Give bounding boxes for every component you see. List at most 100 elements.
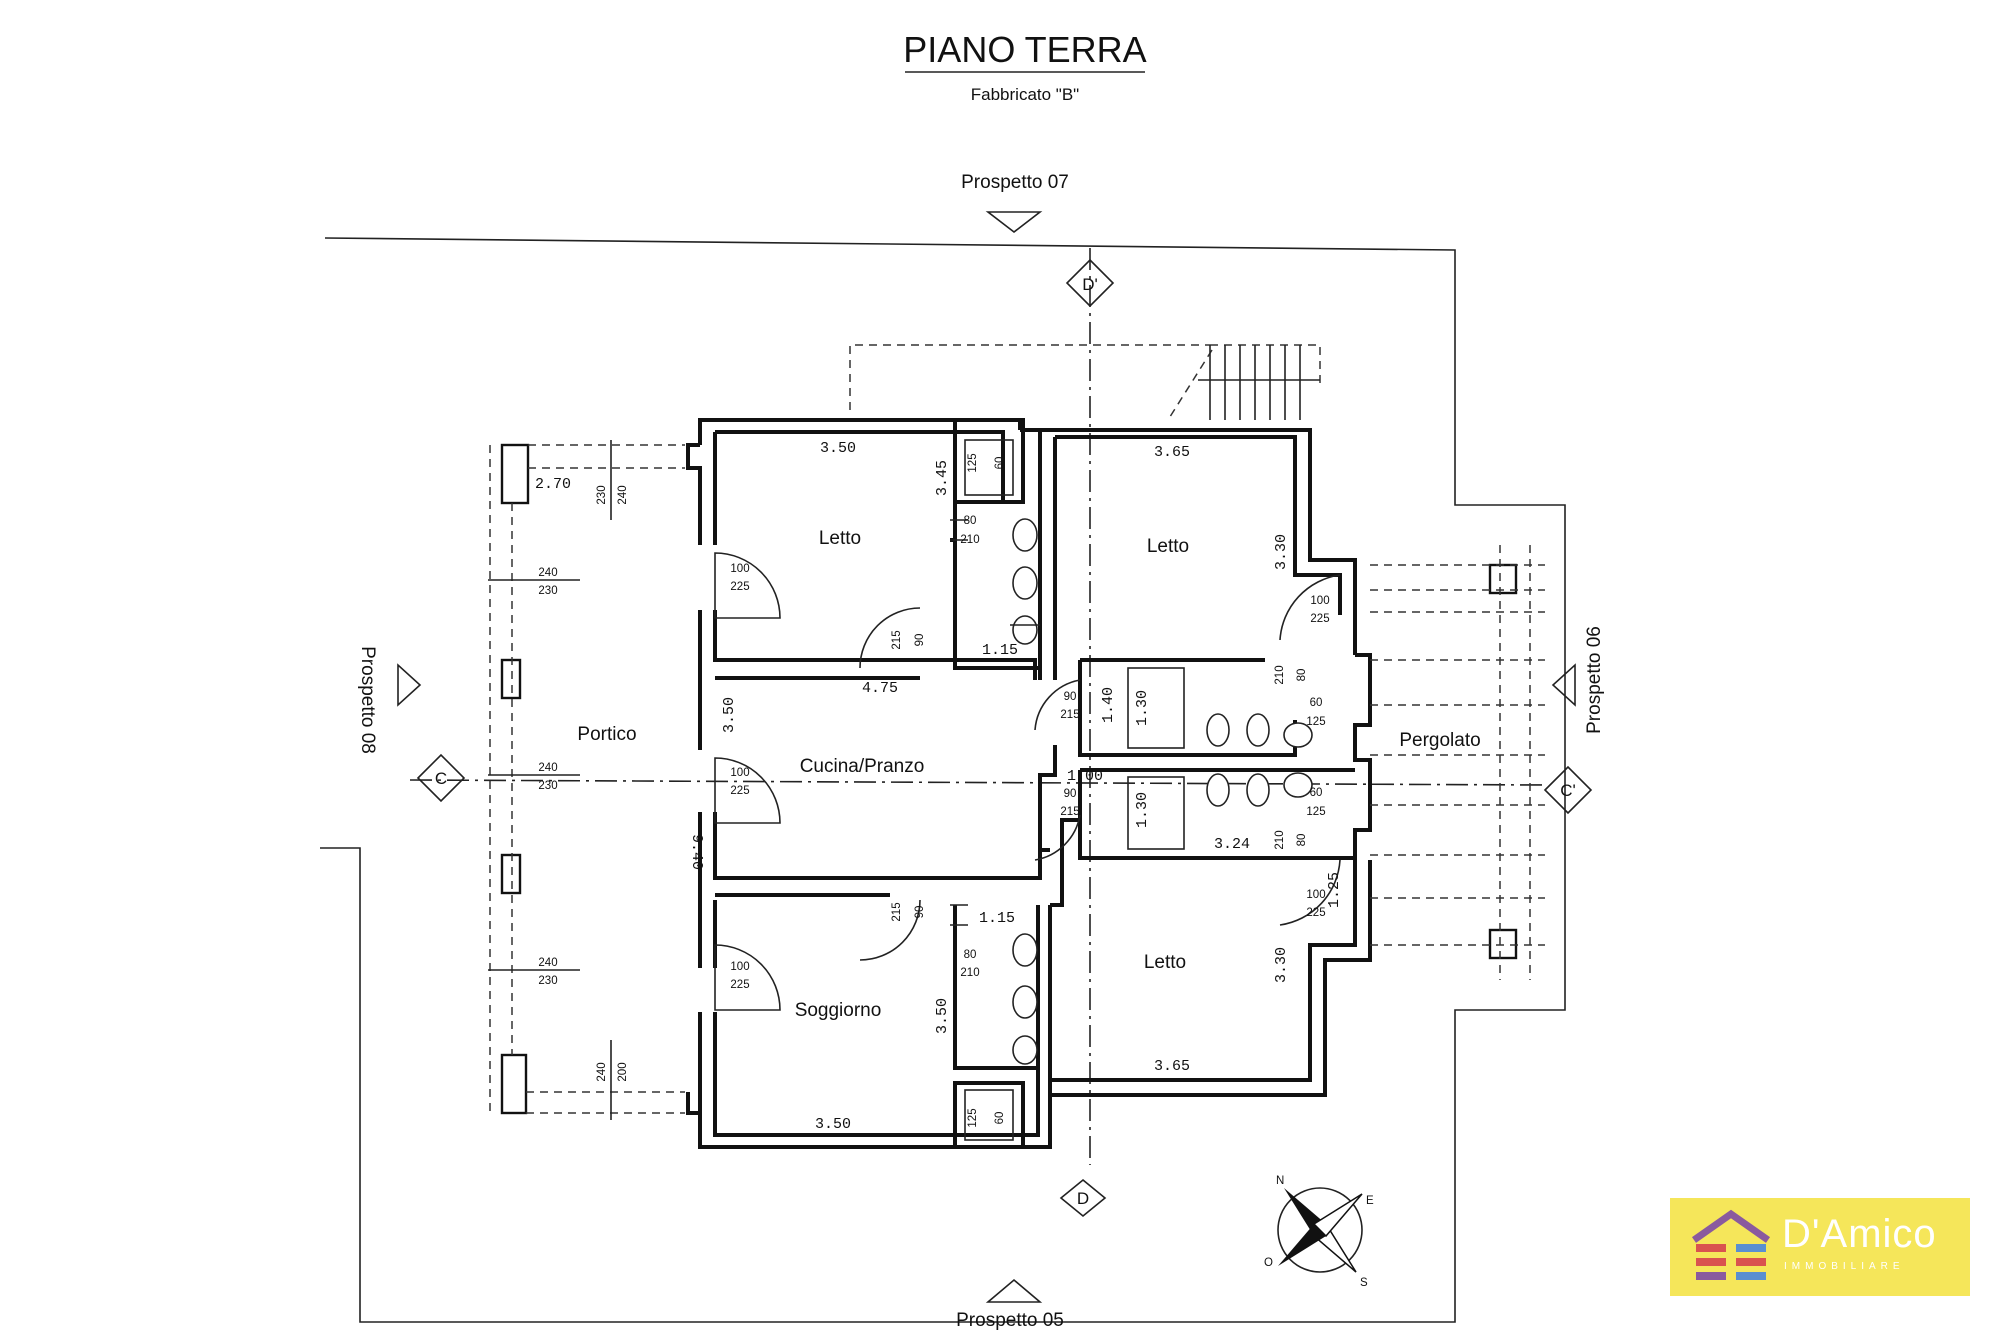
toilet-icon	[1206, 713, 1230, 747]
damico-logo: D'Amico IMMOBILIARE	[1670, 1198, 1970, 1296]
toilet-icon	[1012, 518, 1038, 552]
toilet-icon	[1012, 933, 1038, 967]
compass-rose-icon: N E S O	[1264, 1175, 1374, 1289]
opening-label: 100	[1310, 595, 1329, 607]
door-swings	[714, 552, 1341, 1011]
room-dimensions: 3.50 3.65 2.70 3.45 3.30 1.15 4.75 3.50 …	[535, 440, 1343, 1133]
dimension-label: 3.30	[1273, 947, 1290, 983]
prospetto-east-marker	[1551, 663, 1576, 707]
portico-column	[500, 1053, 528, 1115]
room-letto-ne: Letto	[1147, 536, 1189, 557]
opening-label: 60	[1310, 697, 1323, 709]
dimension-label: 3.30	[1273, 534, 1290, 570]
opening-label: 100	[730, 563, 749, 575]
dimension-label: 1.00	[1067, 768, 1103, 785]
opening-label: 90	[914, 906, 926, 919]
toilet-icon	[1206, 773, 1230, 807]
opening-label: 60	[994, 1112, 1006, 1125]
bathroom-e-lower	[1078, 768, 1355, 860]
bidet-icon	[1012, 566, 1038, 600]
dimension-label: 3.24	[1214, 836, 1250, 853]
dimension-label: 9.40	[688, 834, 705, 870]
opening-label: 100	[730, 961, 749, 973]
dimension-label: 3.50	[820, 440, 856, 457]
opening-label: 60	[1310, 787, 1323, 799]
house-logo-icon	[1691, 1209, 1771, 1280]
opening-label: 215	[891, 630, 903, 649]
dimension-label: 3.65	[1154, 1058, 1190, 1075]
portico-column	[500, 443, 530, 505]
opening-label: 210	[1274, 830, 1286, 849]
compass-n-label: N	[1276, 1175, 1284, 1187]
logo-brand: D'Amico	[1782, 1212, 1937, 1256]
door-swing	[1279, 859, 1341, 926]
opening-label: 100	[730, 767, 749, 779]
prospetto-west: Prospetto 08	[357, 646, 378, 754]
logo-tagline: IMMOBILIARE	[1784, 1261, 1905, 1272]
opening-label: 225	[730, 979, 749, 991]
opening-label: 215	[1060, 806, 1079, 818]
opening-annotations: 230 240 240 230 240 230 240 230 240 200 …	[538, 453, 1329, 1127]
opening-label: 210	[1274, 665, 1286, 684]
compass-e-label: E	[1366, 1195, 1374, 1207]
dimension-label: 1.30	[1134, 690, 1151, 726]
stair-outline	[1210, 344, 1321, 385]
dimension-label: 3.50	[721, 697, 738, 733]
dimension-label: 3.65	[1154, 444, 1190, 461]
opening-label: 240	[596, 1062, 608, 1081]
door-swing	[1034, 679, 1081, 731]
section-marker-right	[1543, 765, 1593, 815]
opening-label: 240	[538, 957, 557, 969]
opening-label: 80	[964, 949, 977, 961]
sink-icon	[1283, 722, 1313, 748]
section-top-label: D'	[1082, 275, 1098, 294]
prospetto-west-marker	[397, 663, 422, 707]
room-letto-se: Letto	[1144, 952, 1186, 973]
dimension-label: 3.50	[934, 998, 951, 1034]
dimension-label: 4.75	[862, 680, 898, 697]
pergolato-post	[1488, 928, 1518, 960]
dimension-label: 3.50	[815, 1116, 851, 1133]
dimension-label: 3.45	[934, 460, 951, 496]
opening-label: 240	[538, 567, 557, 579]
section-marker-top	[1065, 258, 1115, 308]
pergolato-post	[1488, 563, 1518, 595]
opening-label: 230	[538, 975, 557, 987]
sink-icon	[1012, 1035, 1038, 1065]
opening-label: 210	[960, 534, 979, 546]
opening-label: 230	[538, 780, 557, 792]
prospetto-west-label: Prospetto 08	[357, 646, 378, 754]
room-portico: Portico	[577, 724, 636, 745]
stair-diagonal	[1167, 349, 1213, 421]
section-marker-bottom	[1059, 1178, 1107, 1218]
opening-label: 210	[960, 967, 979, 979]
sink-icon	[1012, 615, 1038, 645]
opening-label: 240	[538, 762, 557, 774]
section-marker-left	[416, 753, 466, 803]
room-cucina-pranzo: Cucina/Pranzo	[800, 756, 925, 777]
opening-label: 200	[617, 1062, 629, 1081]
opening-label: 80	[1296, 669, 1308, 682]
pergolato	[1370, 545, 1545, 980]
door-swing	[714, 552, 781, 619]
opening-label: 100	[1306, 889, 1325, 901]
dimension-label: 1.25	[1326, 872, 1343, 908]
sheet-title: PIANO TERRA	[903, 29, 1146, 70]
dimension-label: 1.40	[1100, 687, 1117, 723]
door-swing	[1034, 814, 1081, 861]
room-letto-nw: Letto	[819, 528, 861, 549]
compass-o-label: O	[1264, 1257, 1273, 1269]
bidet-icon	[1246, 773, 1270, 807]
opening-label: 230	[596, 485, 608, 504]
sink-icon	[1283, 772, 1313, 798]
prospetto-east: Prospetto 06	[1584, 626, 1605, 734]
room-soggiorno: Soggiorno	[795, 1000, 882, 1021]
opening-label: 60	[994, 457, 1006, 470]
opening-label: 225	[1306, 907, 1325, 919]
bathroom-sw	[950, 904, 1040, 1149]
opening-label: 125	[967, 1108, 979, 1127]
opening-label: 80	[964, 515, 977, 527]
prospetto-south-label: Prospetto 05	[956, 1310, 1064, 1331]
bathroom-nw	[950, 418, 1040, 670]
